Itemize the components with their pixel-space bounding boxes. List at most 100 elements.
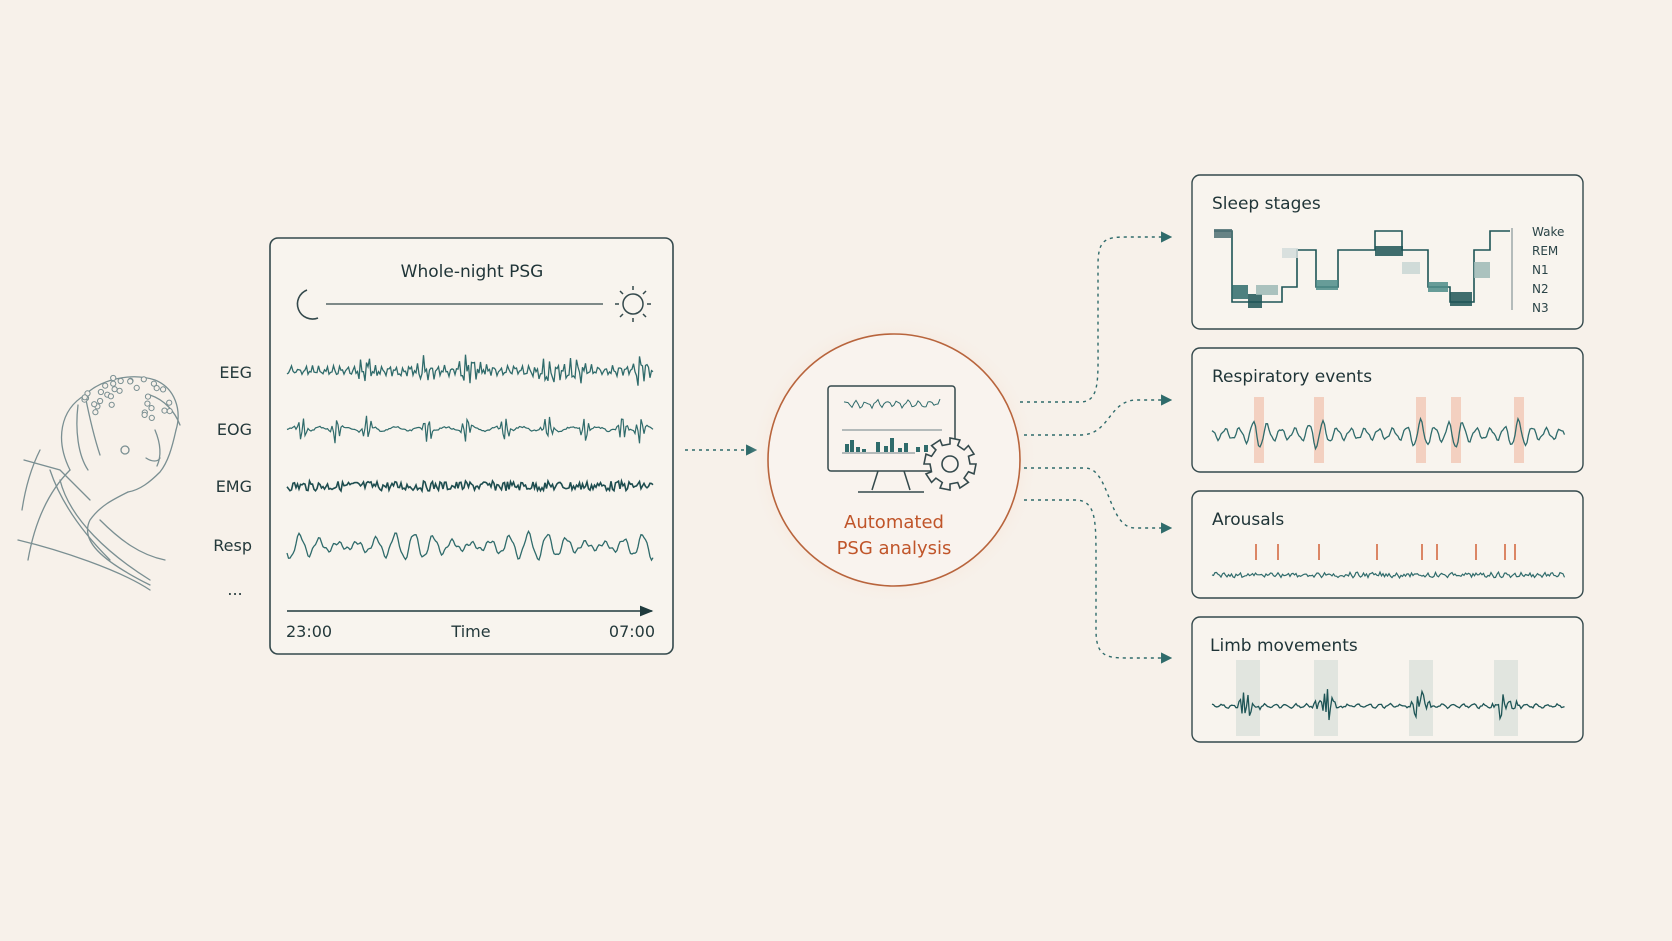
screen-bar xyxy=(845,444,849,452)
analysis-label-line1: Automated xyxy=(844,512,944,533)
respiratory-panel xyxy=(1191,347,1584,473)
screen-bar xyxy=(850,440,854,452)
respiratory-event-highlights xyxy=(1254,397,1524,463)
analysis-circle xyxy=(767,333,1021,587)
eeg-electrode xyxy=(111,386,118,393)
hypnogram-block xyxy=(1402,262,1420,274)
eeg-electrode xyxy=(92,409,99,416)
eeg-electrode xyxy=(91,401,98,408)
eeg-electrode xyxy=(127,378,134,385)
screen-bar xyxy=(924,445,928,452)
limb-title: Limb movements xyxy=(1210,636,1358,656)
hypnogram-block xyxy=(1428,282,1448,292)
stage-label-n1: N1 xyxy=(1532,263,1549,277)
connector-sleep-stages xyxy=(1020,231,1173,403)
hypnogram-block xyxy=(1256,285,1278,295)
screen-bar xyxy=(890,438,894,452)
time-end: 07:00 xyxy=(609,622,655,641)
limb-movement-band xyxy=(1494,660,1518,736)
respiratory-event-band xyxy=(1514,397,1524,463)
eeg-electrode xyxy=(161,407,168,414)
analysis-label-line2: PSG analysis xyxy=(837,538,952,559)
eeg-electrode xyxy=(166,399,173,406)
eeg-electrode xyxy=(102,382,109,389)
sleeping-person-illustration xyxy=(17,376,181,591)
screen-bar xyxy=(862,449,866,452)
eeg-electrode xyxy=(144,393,152,400)
channel-label-resp: Resp xyxy=(213,536,252,555)
eeg-electrode xyxy=(153,385,160,392)
monitor-icon xyxy=(827,385,956,493)
respiratory-title: Respiratory events xyxy=(1212,367,1372,387)
eeg-electrode xyxy=(81,394,88,401)
eeg-electrode xyxy=(110,380,117,387)
connector-arousals xyxy=(1024,467,1173,534)
limb-panel xyxy=(1191,616,1584,743)
eeg-trace xyxy=(286,354,654,386)
channel-label-eeg: EEG xyxy=(219,363,252,382)
eeg-electrode xyxy=(97,397,104,405)
eeg-electrode xyxy=(148,405,155,412)
eeg-cap-electrodes xyxy=(81,374,173,421)
screen-wave xyxy=(843,398,941,410)
eeg-electrode xyxy=(140,376,147,383)
hypnogram-block xyxy=(1232,285,1248,299)
eeg-electrode xyxy=(160,386,167,393)
sleep-stages-title: Sleep stages xyxy=(1212,194,1321,214)
sun-icon xyxy=(615,286,651,322)
arousal-trace xyxy=(1211,570,1566,580)
respiratory-event-band xyxy=(1314,397,1324,463)
arousal-markers xyxy=(1255,544,1516,560)
eeg-electrode xyxy=(97,388,105,396)
more-channels-ellipsis: ... xyxy=(227,580,242,599)
screen-bar xyxy=(884,446,888,452)
eeg-electrode xyxy=(133,384,140,391)
resp-trace xyxy=(286,529,654,562)
eeg-electrode xyxy=(110,374,117,382)
monitor-screen-charts xyxy=(842,398,942,454)
connector-limb xyxy=(1024,499,1173,664)
eeg-electrode xyxy=(144,400,151,407)
hypnogram-block xyxy=(1375,246,1403,256)
respiratory-event-band xyxy=(1416,397,1426,463)
eeg-electrode xyxy=(148,414,155,421)
hypnogram-block xyxy=(1450,292,1472,306)
eeg-electrode xyxy=(108,401,115,408)
gear-hub xyxy=(941,455,959,473)
channel-label-eog: EOG xyxy=(217,420,252,439)
hypnogram-block xyxy=(1248,294,1262,308)
psg-title: Whole-night PSG xyxy=(401,262,544,282)
limb-trace xyxy=(1211,689,1565,721)
screen-bar xyxy=(916,447,920,452)
eog-trace xyxy=(286,415,654,444)
time-axis-label: Time xyxy=(450,622,490,641)
respiratory-event-band xyxy=(1451,397,1461,463)
stage-label-n2: N2 xyxy=(1532,282,1549,296)
psg-panel xyxy=(269,237,674,655)
moon-icon xyxy=(296,289,319,320)
time-start: 23:00 xyxy=(286,622,332,641)
hypnogram-block xyxy=(1474,262,1490,278)
eeg-electrode xyxy=(166,408,173,415)
stage-label-wake: Wake xyxy=(1532,225,1564,239)
respiratory-trace xyxy=(1211,416,1566,451)
hypnogram-block xyxy=(1214,229,1232,238)
screen-bar xyxy=(856,447,860,452)
screen-bar xyxy=(876,442,880,452)
output-connectors xyxy=(1020,231,1173,664)
channel-label-emg: EMG xyxy=(216,477,252,496)
eeg-electrode xyxy=(107,393,115,400)
arousals-panel xyxy=(1191,490,1584,599)
eeg-electrode xyxy=(150,380,157,387)
hypnogram-block xyxy=(1316,280,1338,290)
eeg-electrode xyxy=(141,411,148,418)
screen-bar xyxy=(898,448,902,452)
hypnogram-block xyxy=(1282,248,1298,258)
hypnogram xyxy=(1214,229,1510,308)
limb-movement-band xyxy=(1314,660,1338,736)
respiratory-event-band xyxy=(1254,397,1264,463)
stage-label-n3: N3 xyxy=(1532,301,1549,315)
emg-trace xyxy=(286,478,654,494)
eeg-electrode xyxy=(117,377,124,385)
